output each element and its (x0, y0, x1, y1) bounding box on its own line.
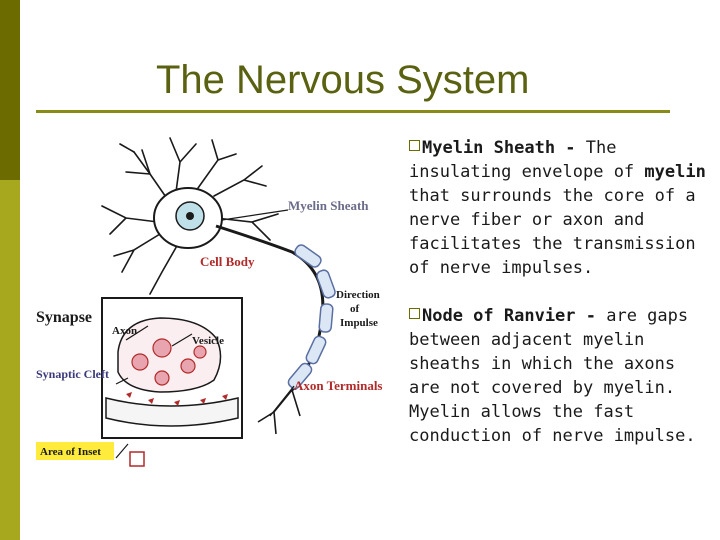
checkbox-bullet-icon (409, 308, 420, 319)
definitions-list: Myelin Sheath - The insulating envelope … (409, 136, 714, 448)
label-vesicle: Vesicle (192, 335, 224, 347)
slide-title: The Nervous System (156, 58, 530, 102)
neuron-diagram: Myelin Sheath Cell Body Direction of Imp… (36, 137, 383, 467)
label-synapse: Synapse (36, 309, 92, 326)
label-axon-terminals: Axon Terminals (294, 378, 383, 393)
definition-emphasis: myelin (644, 162, 706, 182)
bullet-myelin-sheath: Myelin Sheath - The insulating envelope … (409, 136, 714, 280)
label-direction: Direction (336, 289, 380, 301)
area-of-inset-marker (129, 451, 145, 467)
definition-text: are gaps between adjacent myelin sheaths… (409, 306, 696, 446)
myelin-segments (287, 244, 336, 390)
title-underline (36, 110, 670, 113)
label-synaptic-cleft: Synaptic Cleft (36, 367, 109, 381)
label-axon: Axon (112, 325, 137, 337)
axon-terminals (257, 389, 301, 435)
label-impulse: Impulse (340, 317, 378, 329)
side-accent-bar-dark (0, 0, 20, 180)
side-accent-bar-light (0, 180, 20, 540)
postsynaptic-membrane (105, 397, 239, 427)
label-myelin-sheath: Myelin Sheath (288, 198, 369, 213)
term-node-of-ranvier: Node of Ranvier - (422, 306, 596, 326)
bullet-node-of-ranvier: Node of Ranvier - are gaps between adjac… (409, 304, 714, 448)
area-of-inset-highlight (36, 442, 114, 460)
label-area-of-inset: Area of Inset (40, 446, 101, 458)
definition-text-after: that surrounds the core of a nerve fiber… (409, 186, 696, 278)
presynaptic-terminal (117, 317, 222, 393)
dendrites (101, 137, 279, 295)
label-cell-body: Cell Body (200, 254, 255, 269)
label-of: of (350, 303, 360, 315)
term-myelin-sheath: Myelin Sheath - (422, 138, 576, 158)
synaptic-vesicles (131, 338, 207, 386)
pointer-arrows (115, 209, 295, 459)
nucleolus (186, 212, 194, 220)
neurotransmitter-arrows (126, 392, 228, 406)
definition-text-before: The insulating envelope of (409, 138, 645, 182)
checkbox-bullet-icon (409, 140, 420, 151)
